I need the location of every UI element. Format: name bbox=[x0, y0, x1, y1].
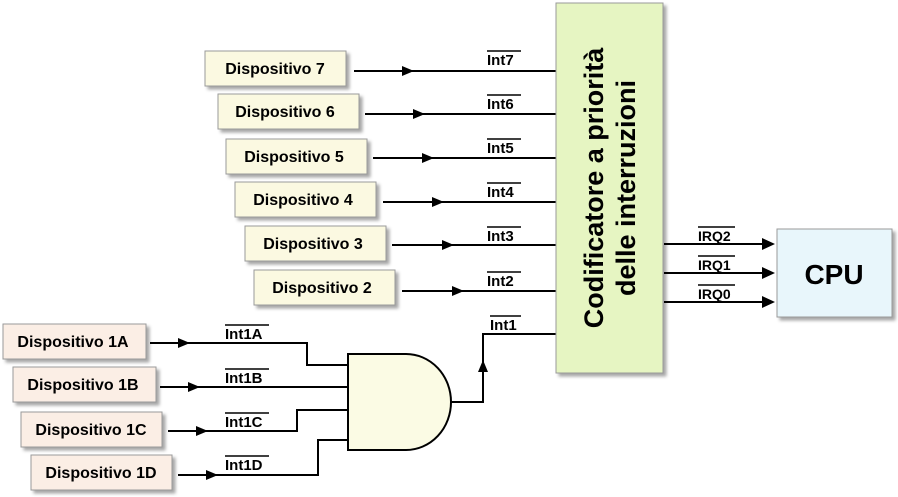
device-2-box bbox=[253, 269, 396, 306]
device-3-label: Dispositivo 3 bbox=[263, 236, 363, 253]
int1d-arrow bbox=[206, 470, 218, 480]
int1b-arrow bbox=[188, 382, 200, 392]
device-3-box bbox=[244, 225, 387, 262]
device-5-label: Dispositivo 5 bbox=[244, 149, 344, 166]
device-5-group: Dispositivo 5 Int5 bbox=[225, 138, 556, 175]
device-2-label: Dispositivo 2 bbox=[272, 280, 372, 297]
irq2-label: IRQ2 bbox=[698, 228, 731, 244]
irq1-group: IRQ1 bbox=[664, 255, 775, 279]
device-1b-label: Dispositivo 1B bbox=[27, 377, 138, 394]
int2-arrow bbox=[452, 286, 464, 296]
irq0-arrow bbox=[762, 296, 775, 308]
int6-label: Int6 bbox=[487, 96, 514, 113]
int1c-label: Int1C bbox=[225, 414, 263, 431]
device-1c-box bbox=[20, 411, 163, 448]
device-4-group: Dispositivo 4 Int4 bbox=[234, 181, 556, 218]
int5-label: Int5 bbox=[487, 140, 514, 157]
encoder-title-line2: delle interruzioni bbox=[611, 80, 641, 296]
int1a-label: Int1A bbox=[225, 326, 263, 343]
irq1-arrow bbox=[762, 267, 775, 279]
device-1c-label: Dispositivo 1C bbox=[35, 422, 147, 439]
int1a-wire bbox=[150, 342, 350, 366]
and-gate bbox=[347, 353, 452, 451]
int1c-wire bbox=[168, 409, 350, 432]
int1-label: Int1 bbox=[490, 317, 517, 334]
int5-arrow bbox=[422, 153, 434, 163]
int1c-arrow bbox=[196, 426, 208, 436]
int1d-wire bbox=[178, 439, 350, 476]
device-7-label: Dispositivo 7 bbox=[225, 61, 325, 78]
int1a-arrow bbox=[178, 338, 190, 348]
device-1d-box bbox=[30, 454, 173, 491]
device-4-box bbox=[234, 181, 377, 218]
int1b-label: Int1B bbox=[225, 370, 263, 387]
device-1a-box bbox=[2, 323, 147, 360]
device-1b-box bbox=[12, 366, 157, 403]
int1d-label: Int1D bbox=[225, 457, 263, 474]
device-1a-label: Dispositivo 1A bbox=[17, 334, 129, 351]
priority-encoder-box bbox=[555, 2, 664, 374]
int1-wire bbox=[451, 333, 556, 403]
int7-label: Int7 bbox=[487, 52, 514, 69]
irq0-label: IRQ0 bbox=[698, 286, 731, 302]
device-1d-group: Dispositivo 1D Int1D bbox=[30, 439, 350, 491]
irq2-arrow bbox=[762, 238, 775, 250]
device-1c-group: Dispositivo 1C Int1C bbox=[20, 409, 350, 448]
device-5-box bbox=[225, 138, 368, 175]
cpu-label: CPU bbox=[804, 259, 863, 290]
int4-label: Int4 bbox=[487, 184, 514, 201]
int4-arrow bbox=[432, 197, 444, 207]
device-6-group: Dispositivo 6 Int6 bbox=[217, 93, 556, 130]
int3-label: Int3 bbox=[487, 228, 514, 245]
device-7-group: Dispositivo 7 Int7 bbox=[204, 50, 556, 87]
device-2-group: Dispositivo 2 Int2 bbox=[253, 269, 556, 306]
encoder-title-line1: Codificatore a priorità bbox=[579, 47, 609, 329]
device-4-label: Dispositivo 4 bbox=[253, 192, 353, 209]
irq0-group: IRQ0 bbox=[664, 284, 775, 308]
device-6-box bbox=[217, 93, 360, 130]
irq2-group: IRQ2 bbox=[664, 226, 775, 250]
int3-arrow bbox=[442, 240, 454, 250]
device-7-box bbox=[204, 50, 347, 87]
cpu-box bbox=[776, 228, 893, 318]
int2-label: Int2 bbox=[487, 273, 514, 290]
irq1-label: IRQ1 bbox=[698, 257, 731, 273]
device-3-group: Dispositivo 3 Int3 bbox=[244, 225, 556, 262]
int1-arrow bbox=[478, 360, 488, 372]
device-6-label: Dispositivo 6 bbox=[235, 104, 335, 121]
device-1a-group: Dispositivo 1A Int1A bbox=[2, 323, 350, 366]
device-1b-group: Dispositivo 1B Int1B bbox=[12, 366, 350, 403]
int6-arrow bbox=[413, 109, 425, 119]
device-1d-label: Dispositivo 1D bbox=[45, 465, 156, 482]
int7-arrow bbox=[402, 66, 414, 76]
